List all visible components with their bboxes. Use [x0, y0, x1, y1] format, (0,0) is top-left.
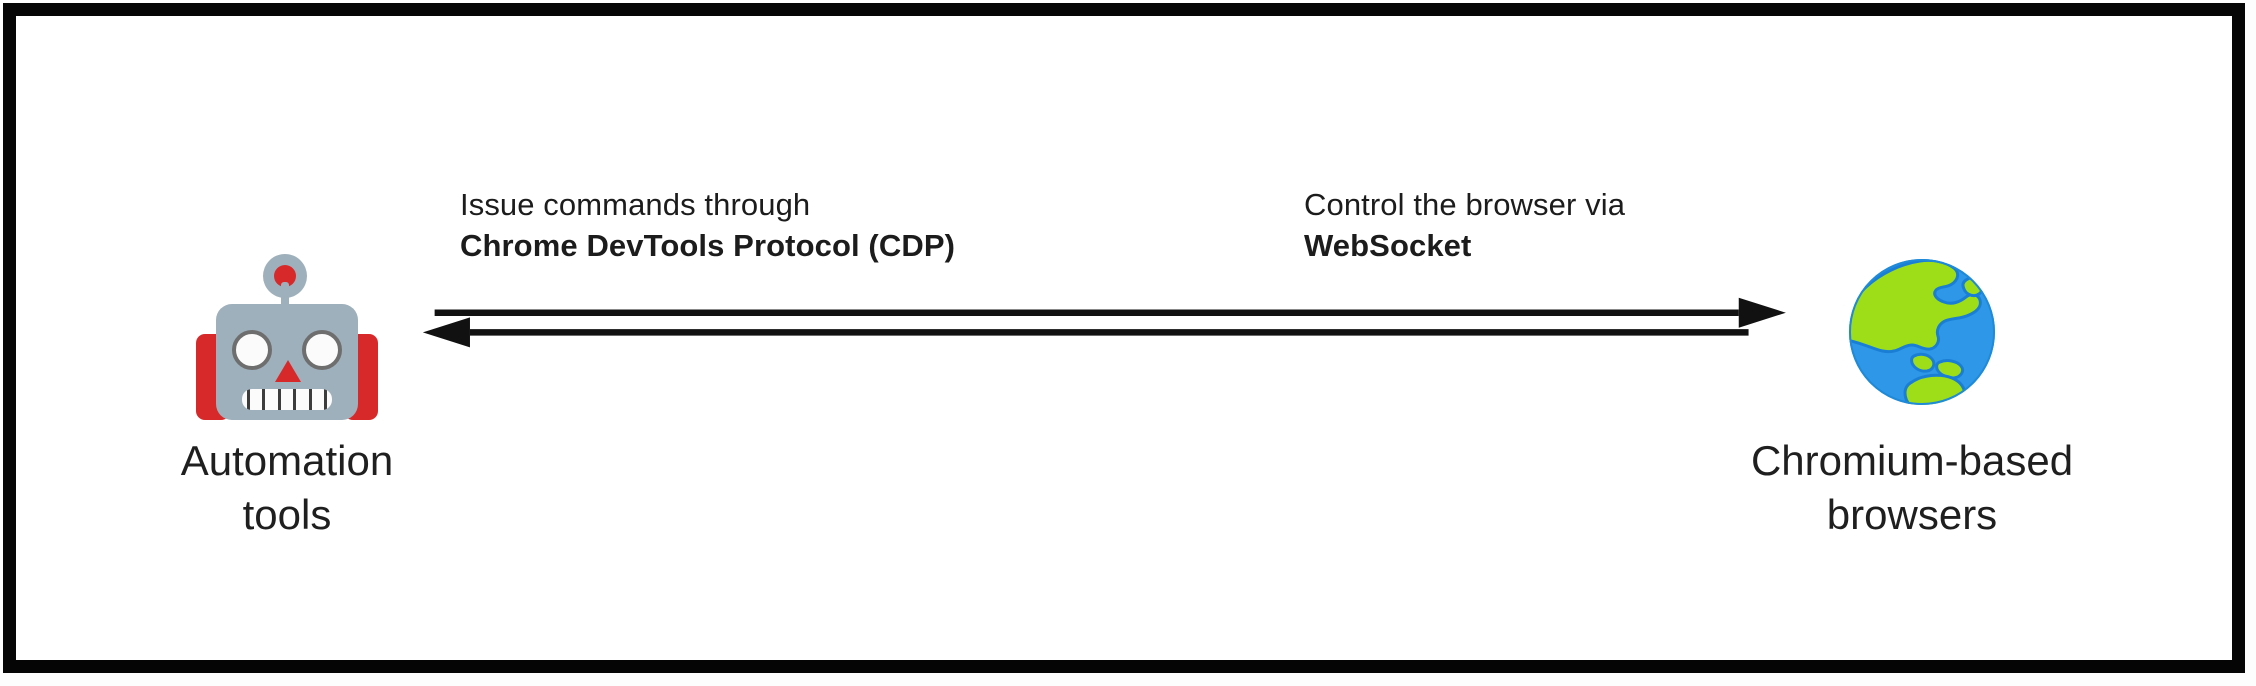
robot-eye-left-icon	[232, 330, 272, 370]
robot-mouth-icon	[242, 389, 332, 410]
robot-antenna-dot-icon	[274, 265, 296, 287]
control-edge-label: Control the browser via WebSocket	[1304, 184, 1625, 266]
robot-tooth-gap	[247, 389, 250, 410]
left-node-caption-line2: tools	[242, 491, 332, 538]
command-edge-label: Issue commands through Chrome DevTools P…	[460, 184, 955, 266]
left-node-caption-line1: Automation	[180, 437, 394, 484]
control-edge-label-line2: WebSocket	[1304, 228, 1472, 263]
right-node-caption-line1: Chromium-based	[1750, 437, 2074, 484]
robot-head-icon	[216, 304, 358, 420]
command-edge-label-line1: Issue commands through	[460, 187, 811, 222]
globe-asia-australia-icon	[1848, 258, 1996, 406]
robot-tooth-gap	[308, 389, 312, 410]
control-edge-label-line1: Control the browser via	[1304, 187, 1626, 222]
diagram-frame: Automation tools	[3, 3, 2245, 673]
robot-icon	[192, 242, 382, 427]
robot-antenna-stem-icon	[281, 282, 289, 320]
robot-nose-icon	[275, 360, 301, 382]
globe-svg	[1849, 259, 1995, 405]
command-edge-label-line2: Chrome DevTools Protocol (CDP)	[460, 228, 956, 263]
robot-tooth-gap	[262, 389, 266, 410]
robot-tooth-gap	[277, 389, 281, 410]
robot-eye-right-icon	[302, 330, 342, 370]
diagram-stage: Automation tools	[32, 32, 2216, 644]
robot-tooth-gap	[323, 389, 327, 410]
right-node-caption: Chromium-based browsers	[1632, 434, 2192, 542]
left-node-caption: Automation tools	[122, 434, 452, 542]
command-arrow-right	[434, 297, 1786, 328]
robot-tooth-gap	[293, 389, 297, 410]
right-node-caption-line2: browsers	[1826, 491, 1998, 538]
control-arrow-left	[422, 317, 1749, 348]
